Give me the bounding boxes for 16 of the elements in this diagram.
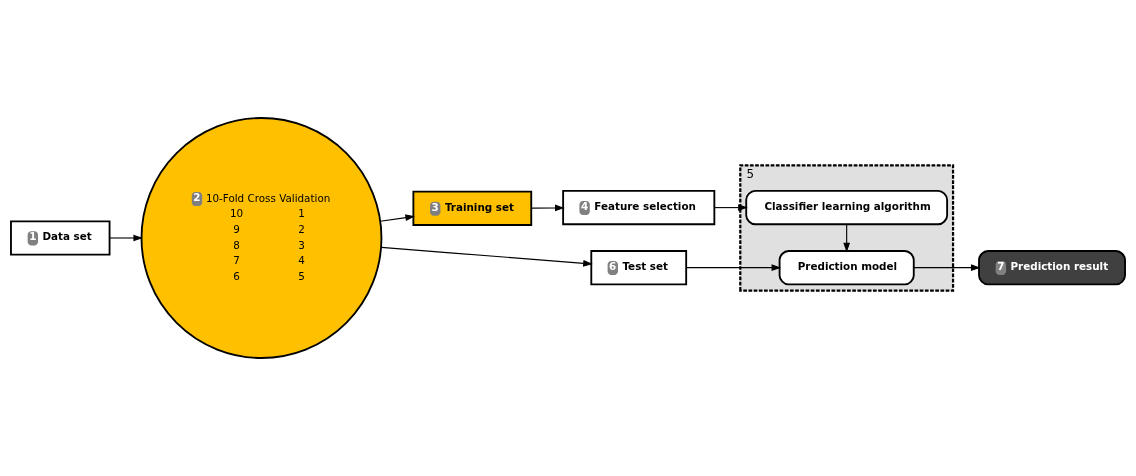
- node-box: 3 Training set: [412, 190, 533, 226]
- node-box: Prediction model: [778, 250, 915, 286]
- arrow: [685, 264, 782, 272]
- node-box: 7 Prediction result: [978, 250, 1126, 286]
- node-box: 1 Data set: [10, 220, 111, 256]
- arrow: [109, 234, 144, 242]
- arrow: [379, 214, 416, 222]
- node-box: 4 Feature selection: [562, 190, 716, 226]
- arrow: [530, 204, 565, 212]
- node-circle: 2 10-Fold Cross Validation 10 1 9 2 8 3 7 4 6 5: [140, 117, 383, 359]
- arrow: [380, 246, 593, 267]
- node-box: Classifier learning algorithm: [745, 190, 949, 226]
- node-box: 6 Test set: [590, 250, 688, 286]
- arrow: [714, 204, 748, 211]
- arrow: [913, 264, 981, 272]
- arrow: [843, 223, 851, 253]
